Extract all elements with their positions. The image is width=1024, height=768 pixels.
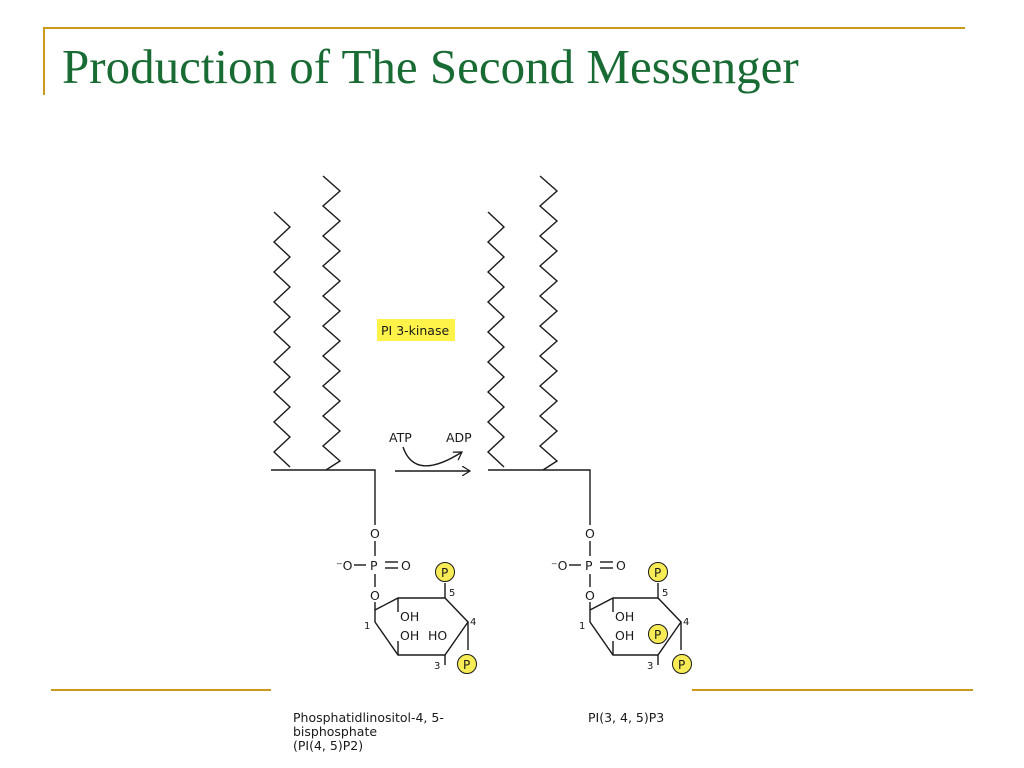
product-position-5: 5 — [662, 588, 668, 599]
substrate-ring-oxygen: O — [370, 588, 380, 603]
substrate-fatty-acid-chain-1 — [272, 211, 292, 468]
substrate-phosphate-4-badge — [457, 654, 477, 674]
substrate-phosphate-5-label: P — [441, 566, 448, 580]
substrate-bridge-oxygen: O — [370, 526, 380, 541]
substrate-caption: Phosphatidlinositol-4, 5- bisphosphate (… — [293, 711, 444, 753]
product-fatty-acid-chain-1 — [486, 211, 506, 468]
product-phosphate-4-badge — [672, 654, 692, 674]
substrate-position-1: 1 — [364, 621, 370, 632]
product-phosphate-3-badge — [648, 624, 668, 644]
substrate-position-4: 4 — [470, 617, 476, 628]
footer-accent-right — [692, 689, 973, 691]
product-oh-upper: OH — [615, 609, 634, 624]
product-phosphate-5-badge — [648, 562, 668, 582]
footer-accent-left — [51, 689, 271, 691]
product-phosphorus: P — [585, 558, 593, 573]
product-position-4: 4 — [683, 617, 689, 628]
enzyme-highlight — [377, 319, 455, 341]
title-accent-horizontal — [43, 27, 965, 29]
substrate-double-bond-oxygen: O — [401, 558, 411, 573]
substrate-phosphate-5-badge — [435, 562, 455, 582]
product-caption: PI(3, 4, 5)P3 — [588, 710, 665, 725]
substrate-fatty-acid-chain-2 — [321, 175, 342, 471]
product-phosphate-3-label: P — [654, 628, 661, 642]
substrate-caption-line-3: (PI(4, 5)P2) — [293, 738, 364, 753]
slide-title: Production of The Second Messenger — [62, 39, 799, 94]
substrate-phosphate-4-label: P — [463, 658, 470, 672]
product-ring-oxygen: O — [585, 588, 595, 603]
product-fatty-acid-chain-2 — [538, 175, 559, 471]
product-phosphate-5-label: P — [654, 566, 661, 580]
product-position-3: 3 — [647, 661, 653, 672]
substrate-ho-3: HO — [428, 628, 447, 643]
product-double-bond-oxygen: O — [616, 558, 626, 573]
enzyme-label: PI 3-kinase — [381, 323, 449, 338]
substrate-oh-lower: OH — [400, 628, 419, 643]
substrate-inositol-ring — [374, 597, 469, 656]
substrate-position-3: 3 — [434, 661, 440, 672]
substrate-oh-upper: OH — [400, 609, 419, 624]
product-glycerol-backbone — [488, 469, 591, 525]
title-accent-vertical — [43, 27, 45, 95]
product-inositol-ring — [589, 597, 682, 656]
product-oh-lower: OH — [615, 628, 634, 643]
atp-label: ATP — [389, 430, 412, 445]
substrate-phosphate-oxygen-minus: ⁻O — [336, 558, 353, 573]
substrate-glycerol-backbone — [271, 469, 376, 525]
substrate-phosphorus: P — [370, 558, 378, 573]
product-phosphate-4-label: P — [678, 658, 685, 672]
product-bridge-oxygen: O — [585, 526, 595, 541]
product-position-1: 1 — [579, 621, 585, 632]
substrate-caption-line-2: bisphosphate — [293, 724, 378, 739]
substrate-caption-line-1: Phosphatidlinositol-4, 5- — [293, 710, 444, 725]
adp-label: ADP — [446, 430, 472, 445]
substrate-position-5: 5 — [449, 588, 455, 599]
product-phosphate-oxygen-minus: ⁻O — [551, 558, 568, 573]
cofactor-curve-arrow — [402, 446, 462, 467]
